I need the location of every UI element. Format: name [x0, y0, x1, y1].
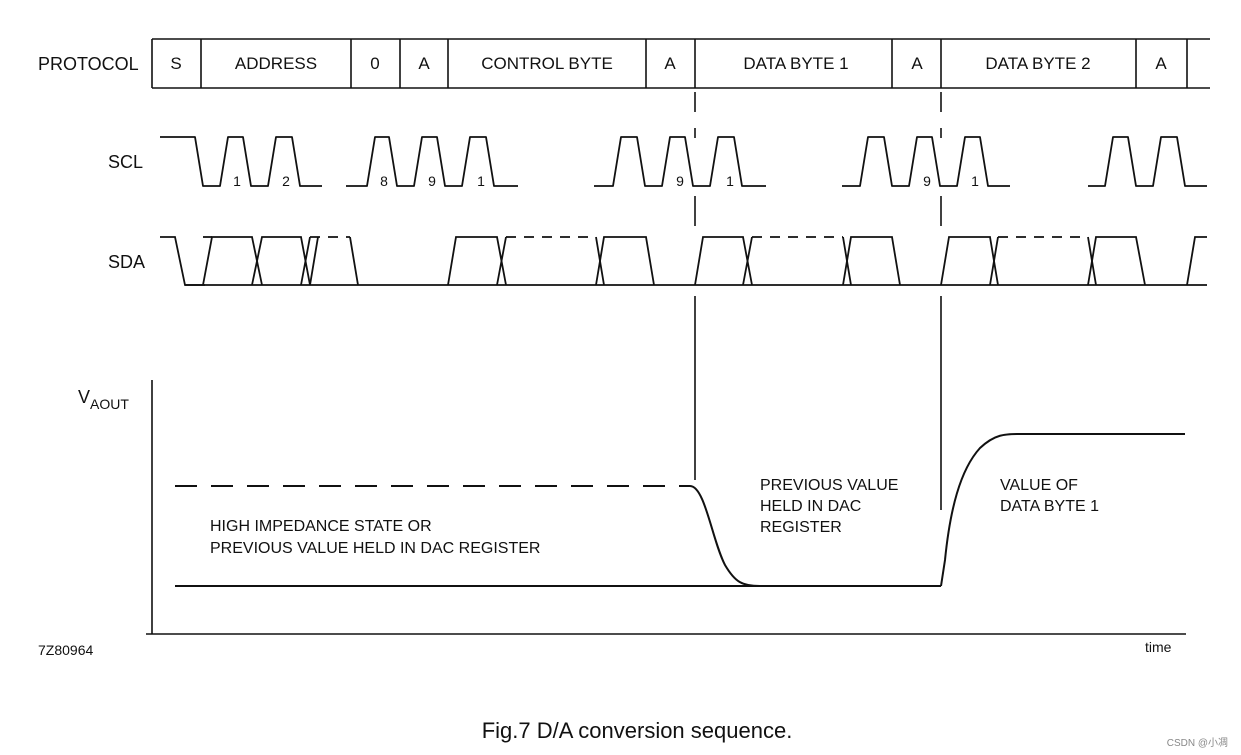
protocol-bar	[151, 38, 1210, 89]
protocol-cell-ack-1: A	[418, 54, 430, 73]
note-high-impedance-line1: HIGH IMPEDANCE STATE OR	[210, 518, 432, 535]
vaout-waveform	[175, 433, 1185, 587]
note-value-line2: DATA BYTE 1	[1000, 498, 1099, 515]
vaout-axis-label: VAOUT	[78, 387, 129, 412]
protocol-cell-ack-2: A	[664, 54, 676, 73]
protocol-label: PROTOCOL	[38, 54, 139, 74]
note-previous-value-line2: HELD IN DAC	[760, 498, 861, 515]
scl-pulse-number: 2	[282, 173, 290, 189]
scl-pulse-number: 1	[726, 173, 734, 189]
protocol-cell-data-byte-2: DATA BYTE 2	[985, 54, 1090, 73]
scl-pulse-number: 9	[428, 173, 436, 189]
watermark: CSDN @小凋	[1167, 737, 1228, 749]
protocol-cell-data-byte-1: DATA BYTE 1	[743, 54, 848, 73]
time-axis-label: time	[1145, 639, 1172, 655]
figure-caption: Fig.7 D/A conversion sequence.	[482, 718, 793, 743]
sda-label: SDA	[108, 252, 145, 272]
protocol-cell-rw-bit: 0	[370, 54, 379, 73]
note-previous-value-line3: REGISTER	[760, 519, 842, 536]
byte-boundary-markers	[694, 92, 942, 510]
scl-pulse-number: 9	[923, 173, 931, 189]
protocol-cell-control-byte: CONTROL BYTE	[481, 54, 613, 73]
scl-pulse-number: 8	[380, 173, 388, 189]
protocol-cell-ack-4: A	[1155, 54, 1167, 73]
scl-label: SCL	[108, 152, 143, 172]
note-previous-value-line1: PREVIOUS VALUE	[760, 477, 898, 494]
figure-id: 7Z80964	[38, 642, 93, 658]
scl-pulse-number: 1	[477, 173, 485, 189]
vaout-axes	[146, 380, 1186, 635]
protocol-cell-address: ADDRESS	[235, 54, 317, 73]
protocol-cell-start: S	[170, 54, 181, 73]
note-high-impedance-line2: PREVIOUS VALUE HELD IN DAC REGISTER	[210, 540, 540, 557]
scl-waveform	[160, 136, 1207, 187]
sda-waveform	[160, 236, 1207, 286]
scl-pulse-number: 1	[971, 173, 979, 189]
scl-pulse-number: 9	[676, 173, 684, 189]
note-value-line1: VALUE OF	[1000, 477, 1078, 494]
protocol-cell-ack-3: A	[911, 54, 923, 73]
scl-pulse-number: 1	[233, 173, 241, 189]
